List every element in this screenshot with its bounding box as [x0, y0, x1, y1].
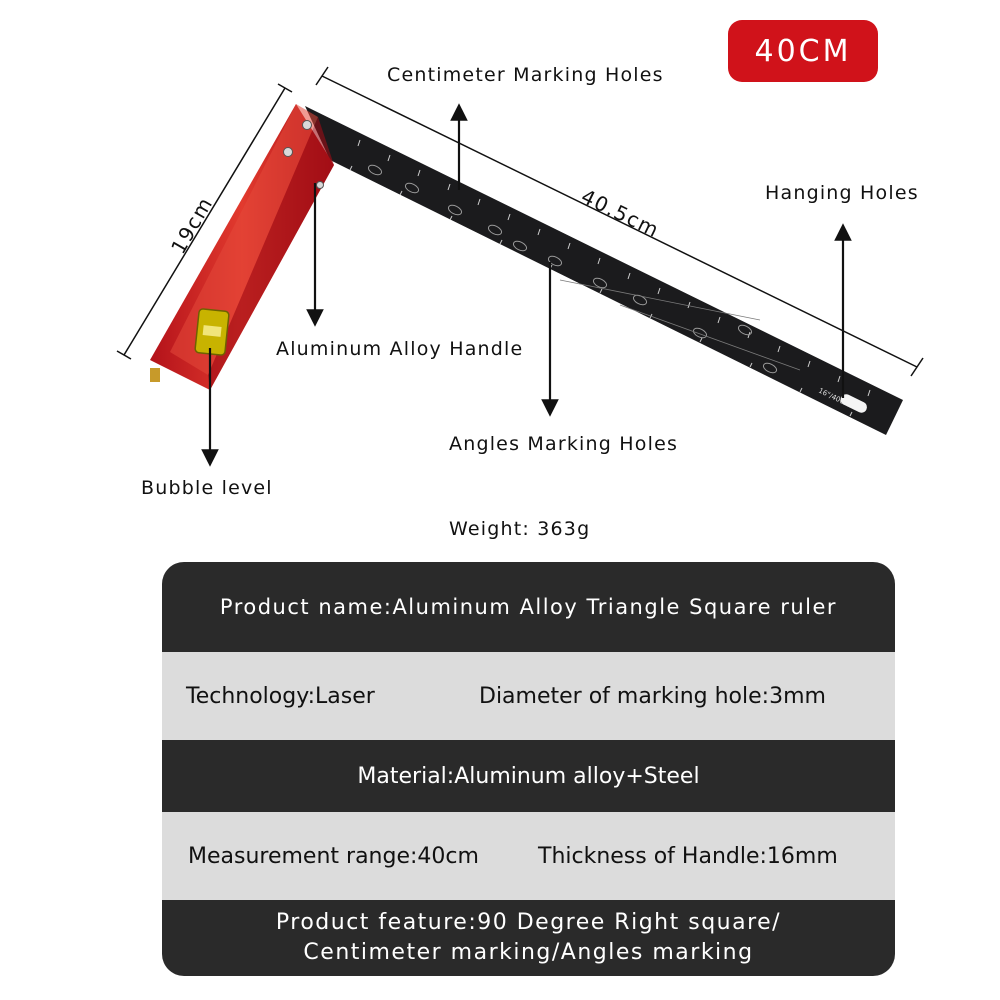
- label-aluminum-handle: Aluminum Alloy Handle: [276, 338, 524, 360]
- spec-handle-thickness: Thickness of Handle:16mm: [538, 843, 838, 869]
- label-bubble-level: Bubble level: [141, 477, 273, 499]
- spec-technology: Technology:Laser: [186, 683, 375, 709]
- spec-row-technology: Technology:Laser Diameter of marking hol…: [162, 652, 895, 740]
- spec-row-product-name: Product name:Aluminum Alloy Triangle Squ…: [162, 562, 895, 652]
- spec-row-feature: Product feature:90 Degree Right square/ …: [162, 900, 895, 976]
- spec-hole-diameter: Diameter of marking hole:3mm: [479, 683, 826, 709]
- bubble-level: [194, 308, 230, 356]
- hanging-hole: [840, 394, 867, 413]
- aluminum-handle: [150, 104, 334, 390]
- label-centimeter-holes: Centimeter Marking Holes: [387, 64, 664, 86]
- spec-material: Material:Aluminum alloy+Steel: [357, 763, 700, 789]
- spec-row-measurement: Measurement range:40cm Thickness of Hand…: [162, 812, 895, 900]
- handle-dimension-line: [116, 83, 293, 360]
- spec-feature-line2: Centimeter marking/Angles marking: [303, 940, 754, 965]
- spec-product-name: Product name:Aluminum Alloy Triangle Squ…: [219, 595, 838, 619]
- spec-feature-line1: Product feature:90 Degree Right square/: [275, 910, 782, 935]
- label-hanging-holes: Hanging Holes: [765, 182, 919, 204]
- size-badge: 40CM: [728, 20, 878, 82]
- angle-lines: [559, 279, 801, 371]
- steel-blade: 16"/400MM: [305, 106, 903, 435]
- spec-measurement-range: Measurement range:40cm: [188, 843, 479, 869]
- label-angles-holes: Angles Marking Holes: [449, 433, 679, 455]
- blade-dimension-line: [315, 66, 924, 377]
- scale-ticks: [349, 139, 871, 417]
- adjust-screw: [150, 368, 160, 382]
- spec-row-material: Material:Aluminum alloy+Steel: [162, 740, 895, 812]
- spec-table: Product name:Aluminum Alloy Triangle Squ…: [162, 562, 895, 976]
- square-ruler-illustration: 16"/400MM: [116, 66, 924, 467]
- label-weight: Weight: 363g: [449, 518, 591, 540]
